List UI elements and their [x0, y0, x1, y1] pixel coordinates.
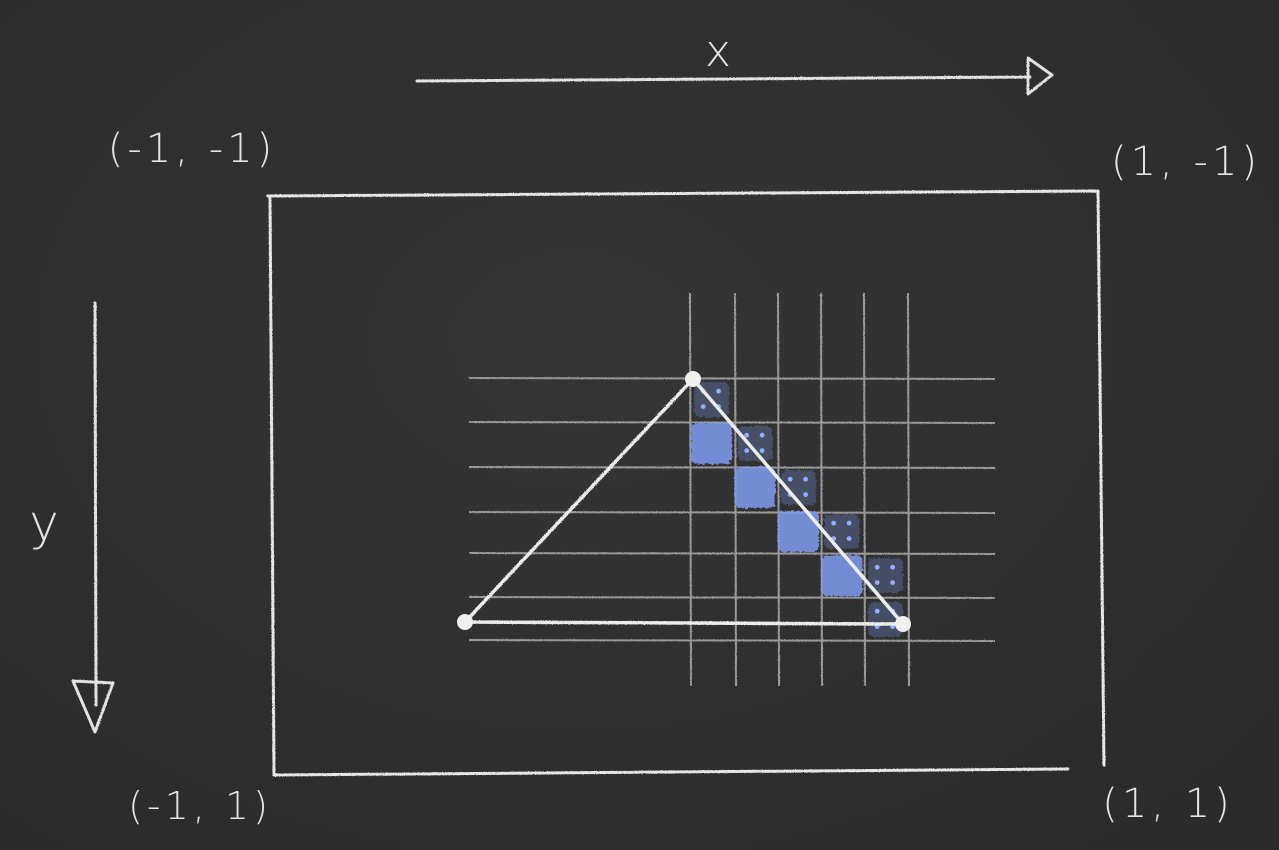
y-axis-label: y: [29, 494, 59, 552]
y-axis-arrow: [71, 301, 115, 734]
grid-vertical-line: [777, 292, 780, 687]
rasterized-pixel: [691, 423, 732, 464]
grid-horizontal-line: [468, 377, 996, 380]
rasterized-pixels: [691, 382, 903, 637]
grid-horizontal-line: [468, 596, 996, 599]
rasterized-pixel: [868, 558, 903, 593]
grid-horizontal-line: [468, 639, 996, 642]
viewport-rectangle: [266, 189, 1106, 777]
corner-label-top-right: (1, -1): [1111, 139, 1261, 185]
rasterized-pixel: [737, 426, 773, 461]
grid-vertical-line: [689, 292, 692, 687]
x-axis-arrow: [415, 56, 1054, 96]
pixel-grid: [468, 292, 996, 687]
grid-vertical-line: [820, 292, 823, 687]
y-axis-line: [93, 301, 98, 707]
corner-label-top-left: (-1, -1): [108, 126, 276, 172]
rasterized-pixel: [734, 467, 776, 508]
rasterized-pixel: [778, 511, 819, 552]
grid-horizontal-line: [468, 511, 996, 514]
triangle: [457, 371, 911, 632]
corner-label-bottom-left: (-1, 1): [128, 784, 272, 828]
rasterized-pixel: [824, 514, 860, 549]
corner-label-bottom-right: (1, 1): [1102, 781, 1234, 827]
vertex-bottom-left: [457, 614, 473, 630]
y-axis-arrowhead-icon: [71, 679, 115, 734]
x-axis-line: [415, 75, 1032, 83]
triangle-edges: [463, 377, 905, 626]
rasterized-pixel: [821, 555, 863, 596]
vertex-bottom-right: [895, 616, 911, 632]
grid-vertical-line: [863, 292, 866, 687]
grid-horizontal-line: [468, 552, 996, 555]
vertex-top: [685, 371, 701, 387]
grid-horizontal-line: [468, 466, 996, 469]
x-axis-label: x: [705, 26, 731, 77]
x-axis-arrowhead-icon: [1026, 56, 1054, 96]
